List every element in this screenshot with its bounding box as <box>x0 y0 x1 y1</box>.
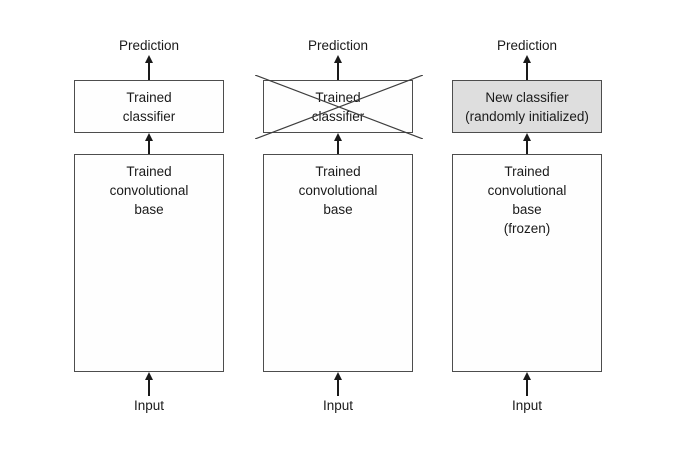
classifier-box-line: classifier <box>122 108 176 124</box>
base-box-line: Trained <box>126 164 172 179</box>
base-box-line: Trained <box>315 164 361 179</box>
crossed-out-classifier-box: Trained classifier <box>255 75 423 139</box>
prediction-label: Prediction <box>118 38 180 53</box>
arrow-stem <box>337 141 339 154</box>
new-classifier-box: New classifier (randomly initialized) <box>452 80 602 133</box>
up-arrow-icon <box>522 55 532 80</box>
arrowhead-icon <box>523 372 531 380</box>
trained-conv-base-box: Trained convolutional base <box>74 154 224 372</box>
arrow-stem <box>526 141 528 154</box>
trained-conv-base-box: Trained convolutional base <box>263 154 413 372</box>
arrow-stem <box>148 63 150 80</box>
input-label: Input <box>133 398 165 413</box>
base-box-line: base <box>512 202 542 217</box>
classifier-box-line: (randomly initialized) <box>465 108 589 124</box>
up-arrow-icon <box>333 372 343 396</box>
base-box-line: base <box>134 202 164 217</box>
arrow-stem <box>526 63 528 80</box>
arrowhead-icon <box>334 372 342 380</box>
frozen-conv-base-box: Trained convolutional base (frozen) <box>452 154 602 372</box>
classifier-box-line: classifier <box>311 108 365 124</box>
up-arrow-icon <box>144 55 154 80</box>
arrowhead-icon <box>145 55 153 63</box>
prediction-label: Prediction <box>307 38 369 53</box>
base-box-line: convolutional <box>109 183 189 198</box>
arrowhead-icon <box>334 55 342 63</box>
classifier-box-line: New classifier <box>485 89 569 105</box>
classifier-box-line: Trained <box>315 89 361 105</box>
base-box-line: (frozen) <box>503 221 551 236</box>
arrowhead-icon <box>334 133 342 141</box>
arrow-stem <box>337 63 339 80</box>
input-label: Input <box>322 398 354 413</box>
arrow-stem <box>148 141 150 154</box>
column-discarded-classifier: Prediction Trained classifier Trained co… <box>255 38 423 414</box>
trained-classifier-box: Trained classifier <box>74 80 224 133</box>
base-box-line: convolutional <box>298 183 378 198</box>
up-arrow-icon <box>522 133 532 154</box>
arrowhead-icon <box>145 372 153 380</box>
classifier-box-line: Trained <box>126 89 172 105</box>
up-arrow-icon <box>144 372 154 396</box>
up-arrow-icon <box>333 133 343 154</box>
column-trained-classifier: Prediction Trained classifier Trained co… <box>74 38 224 414</box>
arrow-stem <box>526 380 528 396</box>
up-arrow-icon <box>333 55 343 80</box>
arrowhead-icon <box>523 133 531 141</box>
column-new-classifier: Prediction New classifier (randomly init… <box>452 38 602 414</box>
arrow-stem <box>337 380 339 396</box>
arrow-stem <box>148 380 150 396</box>
arrowhead-icon <box>523 55 531 63</box>
up-arrow-icon <box>144 133 154 154</box>
base-box-line: base <box>323 202 353 217</box>
arrowhead-icon <box>145 133 153 141</box>
up-arrow-icon <box>522 372 532 396</box>
input-label: Input <box>511 398 543 413</box>
base-box-line: convolutional <box>487 183 567 198</box>
base-box-line: Trained <box>504 164 550 179</box>
prediction-label: Prediction <box>496 38 558 53</box>
